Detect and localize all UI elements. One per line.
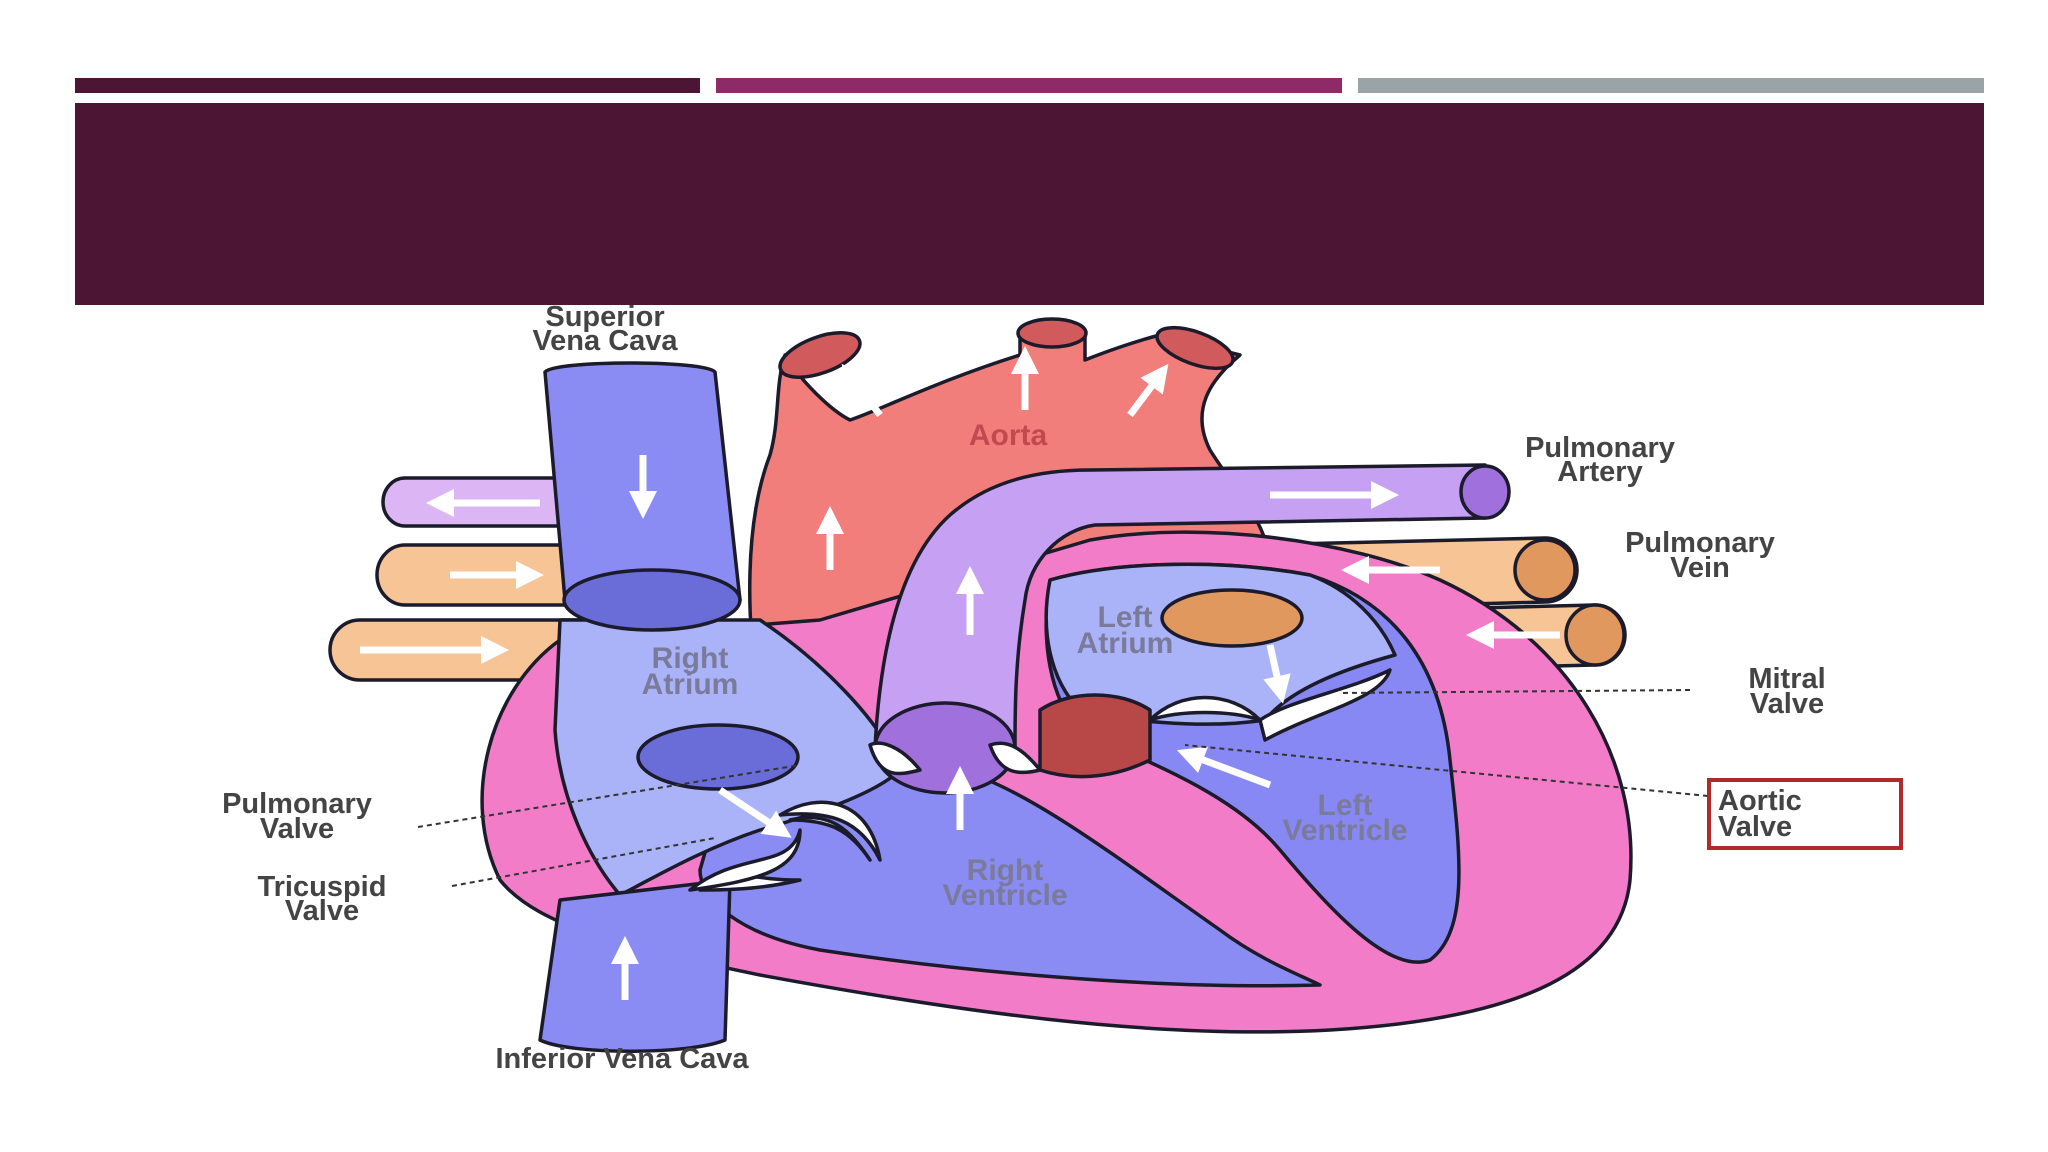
label-left-ventricle-1: Left: [1318, 789, 1373, 822]
label-right-atrium-2: Atrium: [642, 668, 739, 701]
label-left-ventricle-2: Ventricle: [1282, 814, 1407, 847]
label-pulmonary-vein-2: Vein: [1670, 552, 1730, 584]
label-aortic-valve-2: Valve: [1718, 811, 1792, 843]
pointer-lines: [417, 689, 1709, 887]
label-pulmonary-artery-2: Artery: [1557, 456, 1642, 488]
label-tricuspid-valve-1: Tricuspid: [258, 871, 387, 903]
flow-arrows: [360, 346, 1560, 1000]
label-pulmonary-vein-1: Pulmonary: [1625, 527, 1775, 559]
label-pulmonary-artery-1: Pulmonary: [1525, 432, 1675, 464]
label-right-ventricle-2: Ventricle: [942, 879, 1067, 912]
label-mitral-valve-1: Mitral: [1748, 663, 1825, 695]
label-right-ventricle-1: Right: [967, 854, 1044, 887]
label-mitral-valve-2: Valve: [1750, 688, 1824, 720]
label-aortic-valve-1: Aortic: [1718, 785, 1802, 817]
label-tricuspid-valve-2: Valve: [285, 895, 359, 927]
label-inferior-vena-cava: Inferior Vena Cava: [495, 1043, 749, 1075]
aortic-valve-highlight-box: [1707, 778, 1903, 850]
label-aorta: Aorta: [969, 419, 1048, 452]
label-superior-vena-cava-2: Vena Cava: [532, 325, 678, 357]
title-band: [75, 103, 1984, 305]
valves: [688, 668, 1392, 892]
accent-bar-3: [1358, 78, 1984, 93]
label-left-atrium-2: Atrium: [1077, 627, 1174, 660]
label-pulmonary-valve-2: Valve: [260, 813, 334, 845]
label-right-atrium-1: Right: [652, 642, 729, 675]
label-superior-vena-cava-1: Superior: [545, 301, 664, 333]
label-pulmonary-valve-1: Pulmonary: [222, 788, 372, 820]
left-chambers: [1044, 562, 1461, 964]
accent-bar-2: [716, 78, 1342, 93]
accent-bar-1: [75, 78, 700, 93]
label-left-atrium-1: Left: [1098, 601, 1153, 634]
